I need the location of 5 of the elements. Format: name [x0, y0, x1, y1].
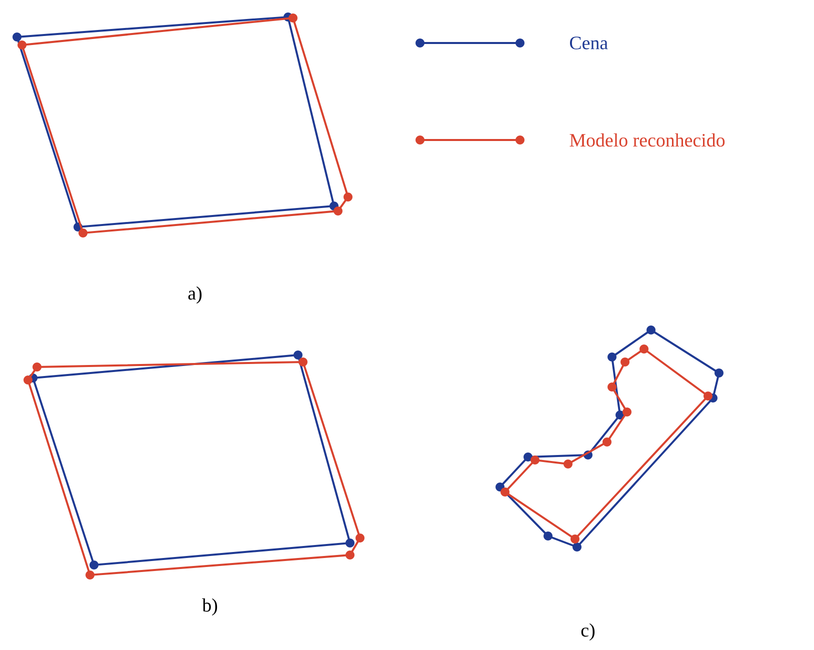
panel-label: b): [202, 598, 218, 616]
panel-label: c): [581, 623, 595, 641]
legend-label: Cena: [570, 36, 608, 50]
panel-label: a): [188, 286, 202, 304]
legend-label: Modelo reconhecido: [570, 133, 725, 147]
